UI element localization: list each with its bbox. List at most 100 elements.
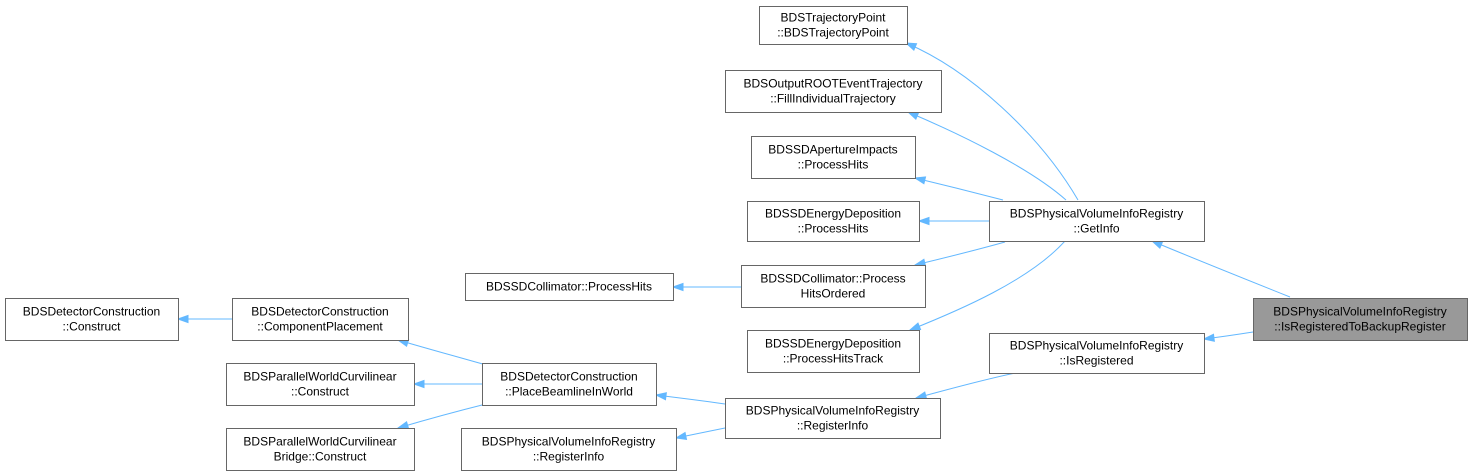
edge-getinfo-to-isregbackup [1150,240,1291,298]
edge-detconstruct-to-compplacement [176,314,232,324]
node-registerinfo[interactable]: BDSPhysicalVolumeInfoRegistry::RegisterI… [725,398,941,439]
node-label-line: BDSParallelWorldCurvilinear [243,435,396,449]
edge-trajpoint-to-getinfo [904,42,1079,201]
node-label-line: BDSPhysicalVolumeInfoRegistry [482,435,655,449]
node-label-line: BDSSDCollimator::ProcessHits [486,280,652,294]
node-box [989,201,1205,242]
node-detconstruct[interactable]: BDSDetectorConstruction::Construct [5,298,179,341]
node-box [747,201,920,242]
edge-line [397,339,487,366]
node-label-line: ::ProcessHits [798,222,869,236]
arrowhead [914,391,928,400]
node-label-line: BDSSDCollimator::Process [760,272,905,286]
node-label-line: ::FillIndividualTrajectory [770,92,896,106]
node-energydep[interactable]: BDSSDEnergyDeposition::ProcessHits [747,201,920,242]
edge-compplacement-to-placebeamline [396,338,487,366]
edge-line [905,42,1079,201]
edge-pwcurvbridge-to-placebeamline [396,403,487,430]
node-box [751,136,916,179]
node-energytrack[interactable]: BDSSDEnergyDeposition::ProcessHitsTrack [747,330,920,373]
node-box [5,298,179,341]
node-box [741,265,926,308]
node-label-line: BDSDetectorConstruction [251,305,388,319]
node-label-line: ::ProcessHitsTrack [783,352,884,366]
node-box [747,330,920,373]
arrowhead [906,111,920,120]
edge-outputroot-to-getinfo [906,111,1067,201]
node-label-line: ::GetInfo [1073,222,1119,236]
edge-line [914,177,1004,201]
node-outputroot[interactable]: BDSOutputROOTEventTrajectory::FillIndivi… [725,70,942,113]
edge-line [914,241,1006,266]
arrowhead [917,216,930,226]
node-compplacement[interactable]: BDSDetectorConstruction::ComponentPlacem… [232,298,409,341]
node-label-line: BDSPhysicalVolumeInfoRegistry [1273,305,1446,319]
arrowhead [1150,240,1164,249]
edge-aperture-to-getinfo [913,176,1004,201]
node-pwcurv[interactable]: BDSParallelWorldCurvilinear::Construct [226,363,415,406]
node-registerinfo2[interactable]: BDSPhysicalVolumeInfoRegistry::RegisterI… [461,428,677,471]
node-label-line: BDSPhysicalVolumeInfoRegistry [746,404,919,418]
node-pwcurvbridge[interactable]: BDSParallelWorldCurvilinearBridge::Const… [226,428,415,471]
node-label-line: BDSPhysicalVolumeInfoRegistry [1010,207,1183,221]
arrowhead [654,392,667,401]
edge-line [1151,240,1291,298]
node-isregbackup[interactable]: BDSPhysicalVolumeInfoRegistry::IsRegiste… [1253,298,1468,341]
node-label-line: ::ProcessHits [798,158,869,172]
node-box [482,363,657,406]
edge-line [909,240,1066,331]
node-label-line: ::BDSTrajectoryPoint [777,26,889,40]
node-label-line: BDSParallelWorldCurvilinear [243,370,396,384]
node-box [725,70,942,113]
edge-line [907,111,1067,201]
node-getinfo[interactable]: BDSPhysicalVolumeInfoRegistry::GetInfo [989,201,1205,242]
edge-line [915,371,1021,399]
node-box [725,398,941,439]
edge-registerinfo2-to-registerinfo [674,427,726,440]
arrowhead [671,282,684,292]
edge-energytrack-to-getinfo [908,240,1066,331]
node-label-line: BDSSDEnergyDeposition [765,207,901,221]
edge-line [397,403,487,429]
node-box [759,6,908,45]
node-label-line: ::RegisterInfo [533,450,605,464]
arrowhead [674,431,688,440]
node-label-line: ::Construct [62,320,121,334]
node-label-line: Bridge::Construct [274,450,367,464]
node-label-line: BDSPhysicalVolumeInfoRegistry [1010,339,1183,353]
arrowhead [396,420,410,430]
node-box [465,273,674,301]
node-label-line: BDSDetectorConstruction [23,305,160,319]
arrowhead [1202,333,1215,342]
arrowhead [913,176,927,185]
arrowhead [412,379,425,389]
node-box [226,428,415,471]
node-box [1253,298,1468,341]
node-isregistered[interactable]: BDSPhysicalVolumeInfoRegistry::IsRegiste… [989,333,1205,374]
node-label-line: BDSDetectorConstruction [500,370,637,384]
edge-isregistered-to-isregbackup [1202,331,1254,342]
node-label-line: ::IsRegistered [1059,354,1133,368]
edge-pwcurv-to-placebeamline [412,379,482,389]
node-box [232,298,409,341]
node-label-line: BDSSDEnergyDeposition [765,337,901,351]
node-aperture[interactable]: BDSSDApertureImpacts::ProcessHits [751,136,916,179]
node-label-line: ::Construct [291,385,350,399]
node-box [989,333,1205,374]
node-box [461,428,677,471]
node-collhits[interactable]: BDSSDCollimator::ProcessHits [465,273,674,301]
node-label-line: ::IsRegisteredToBackupRegister [1274,320,1445,334]
node-label-line: BDSSDApertureImpacts [768,143,897,157]
nodes-layer: BDSPhysicalVolumeInfoRegistry::IsRegiste… [5,6,1468,471]
edge-collhits-to-collordered [671,282,741,292]
node-label-line: ::PlaceBeamlineInWorld [505,385,633,399]
node-box [226,363,415,406]
node-trajpoint[interactable]: BDSTrajectoryPoint::BDSTrajectoryPoint [759,6,908,45]
node-label-line: ::ComponentPlacement [257,320,383,334]
arrowhead [176,314,189,324]
node-placebeamline[interactable]: BDSDetectorConstruction::PlaceBeamlineIn… [482,363,657,406]
node-label-line: HitsOrdered [801,287,866,301]
node-label-line: BDSTrajectoryPoint [781,11,887,25]
